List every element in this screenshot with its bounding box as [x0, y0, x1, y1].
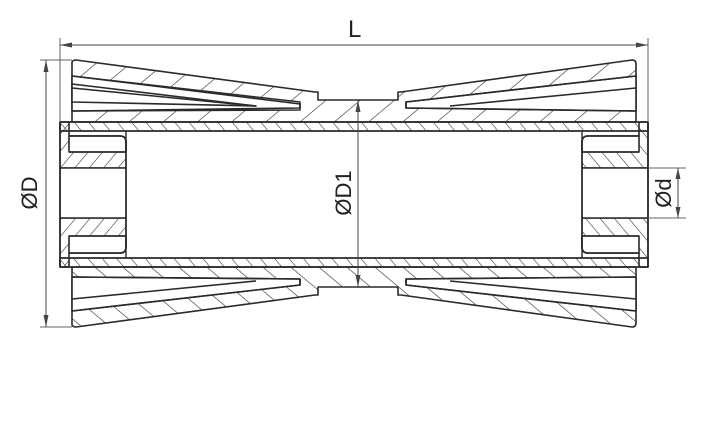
- dimension-length-line: [59, 38, 649, 122]
- left-bushing: [59, 121, 127, 268]
- dimension-center-diameter-line: [355, 100, 361, 287]
- outer-diameter-label: ØD: [17, 176, 42, 210]
- roller-body-bottom: [71, 266, 637, 328]
- dimension-bore-diameter-line: [648, 167, 686, 219]
- dimension-outer-diameter-line: [40, 59, 72, 328]
- right-bushing: [581, 121, 649, 268]
- length-label: L: [348, 16, 362, 43]
- center-diameter-label: ØD1: [331, 170, 356, 216]
- bore-diameter-label: Ød: [651, 178, 676, 208]
- roller-body-top: [71, 59, 637, 123]
